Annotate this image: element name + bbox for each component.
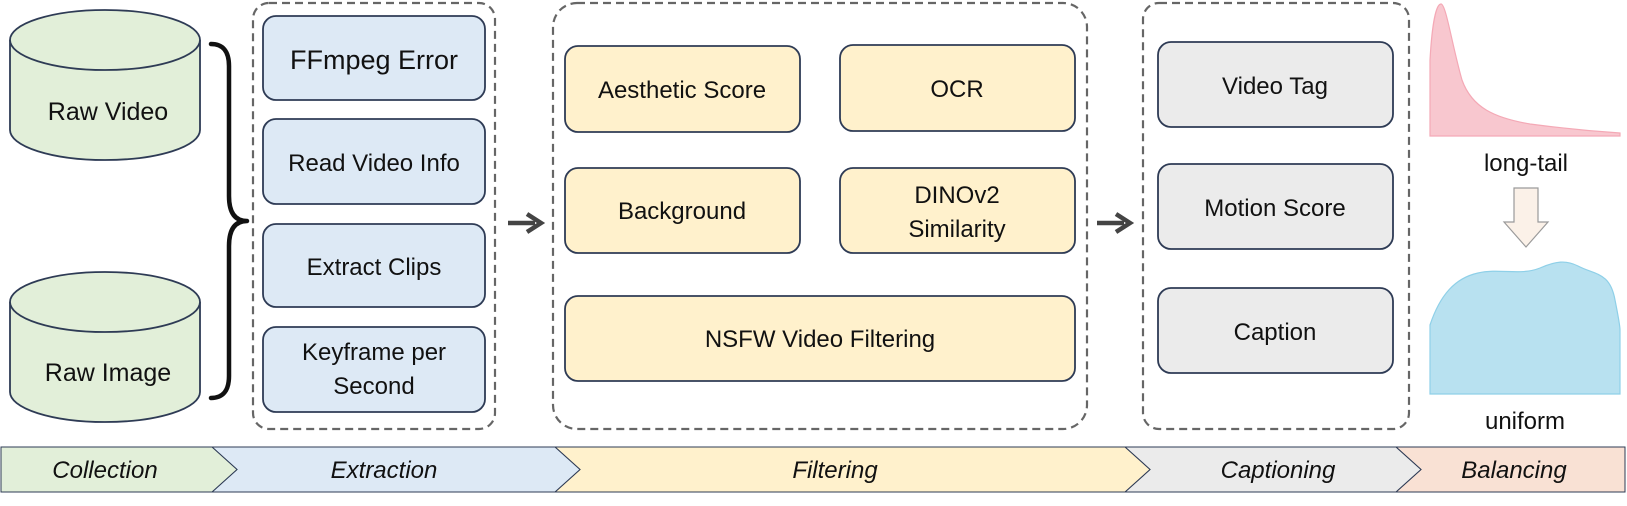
arrow-filtering-to-captioning [1097, 212, 1135, 234]
aesthetic-score-label: Aesthetic Score [598, 77, 766, 104]
raw-video-cylinder: Raw Video [9, 9, 201, 161]
read-video-info-box: Read Video Info [262, 118, 486, 205]
background-box: Background [564, 167, 801, 254]
stage-bar: Collection Extraction Filtering Captioni… [0, 446, 1626, 493]
filtering-group [551, 1, 1089, 431]
uniform-distribution [1429, 261, 1621, 395]
stage-collection-label: Collection [52, 457, 157, 484]
curly-brace [208, 41, 250, 401]
raw-video-label: Raw Video [48, 98, 168, 126]
uniform-label: uniform [1485, 408, 1565, 435]
down-arrow-icon [1502, 187, 1550, 248]
long-tail-label: long-tail [1484, 150, 1568, 177]
nsfw-filtering-label: NSFW Video Filtering [705, 326, 935, 353]
stage-collection [0, 446, 238, 493]
extraction-group [251, 1, 497, 431]
arrow-extraction-to-filtering [508, 212, 546, 234]
ffmpeg-error-box: FFmpeg Error [262, 15, 486, 101]
captioning-group [1141, 1, 1411, 431]
keyframe-label-line2: Second [333, 373, 414, 400]
motion-score-box: Motion Score [1157, 163, 1394, 250]
caption-box: Caption [1157, 287, 1394, 374]
ocr-box: OCR [839, 44, 1076, 132]
stage-extraction-label: Extraction [331, 457, 438, 484]
background-label: Background [618, 198, 746, 225]
stage-balancing-label: Balancing [1461, 457, 1567, 484]
raw-image-cylinder: Raw Image [9, 271, 201, 423]
keyframe-label-line1: Keyframe per [302, 339, 446, 366]
stage-captioning-label: Captioning [1221, 457, 1336, 484]
ocr-label: OCR [930, 76, 983, 103]
nsfw-filtering-box: NSFW Video Filtering [564, 295, 1076, 382]
stage-filtering-label: Filtering [792, 457, 878, 484]
video-tag-label: Video Tag [1222, 73, 1328, 100]
extract-clips-box: Extract Clips [262, 223, 486, 308]
video-tag-box: Video Tag [1157, 41, 1394, 128]
dinov2-similarity-box: DINOv2 Similarity [839, 167, 1076, 254]
aesthetic-score-box: Aesthetic Score [564, 45, 801, 133]
dinov2-label-line2: Similarity [908, 216, 1005, 243]
dinov2-label-line1: DINOv2 [914, 182, 999, 209]
extract-clips-label: Extract Clips [307, 254, 442, 281]
raw-image-label: Raw Image [45, 359, 171, 387]
long-tail-distribution [1429, 3, 1621, 137]
motion-score-label: Motion Score [1204, 195, 1345, 222]
keyframe-box: Keyframe per Second [262, 326, 486, 413]
read-video-info-label: Read Video Info [288, 150, 460, 177]
ffmpeg-error-label: FFmpeg Error [290, 45, 458, 75]
caption-label: Caption [1234, 319, 1317, 346]
